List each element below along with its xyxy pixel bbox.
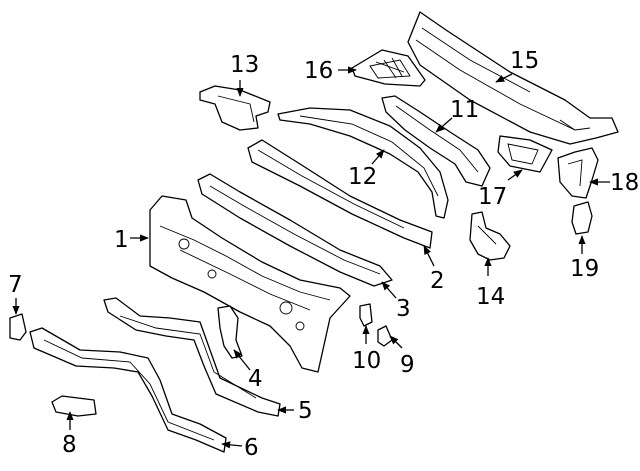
callout-12[interactable]: 12 xyxy=(348,164,377,190)
part-1-firewall[interactable] xyxy=(149,195,351,373)
callout-8[interactable]: 8 xyxy=(62,432,77,458)
part-2-dash-rail[interactable] xyxy=(247,139,433,249)
callout-13[interactable]: 13 xyxy=(230,52,259,78)
part-4-bracket[interactable] xyxy=(217,305,243,359)
callout-16[interactable]: 16 xyxy=(304,58,333,84)
part-9-clip[interactable] xyxy=(377,325,393,347)
callout-14[interactable]: 14 xyxy=(476,284,505,310)
callout-5[interactable]: 5 xyxy=(298,398,313,424)
part-3-dash-rail[interactable] xyxy=(197,173,393,287)
callout-2[interactable]: 2 xyxy=(430,268,445,294)
part-14-bracket[interactable] xyxy=(469,211,511,261)
callout-17[interactable]: 17 xyxy=(478,184,507,210)
callout-3[interactable]: 3 xyxy=(396,296,411,322)
part-12-cross-member[interactable] xyxy=(277,107,449,219)
part-15-cowl-panel[interactable] xyxy=(407,11,619,145)
part-10-clip[interactable] xyxy=(359,303,373,327)
part-16-grille[interactable] xyxy=(351,49,426,87)
part-11-reinforcement[interactable] xyxy=(381,95,491,187)
callout-15[interactable]: 15 xyxy=(510,48,539,74)
callout-labels: 1 2 3 4 5 6 7 8 9 10 11 12 13 14 15 16 1… xyxy=(8,48,639,461)
callout-7[interactable]: 7 xyxy=(8,272,23,298)
part-13-bracket[interactable] xyxy=(199,85,271,131)
part-17-panel[interactable] xyxy=(497,135,553,173)
callout-1[interactable]: 1 xyxy=(114,227,129,253)
callout-6[interactable]: 6 xyxy=(244,435,259,461)
callout-9[interactable]: 9 xyxy=(400,352,415,378)
part-8-bracket[interactable] xyxy=(51,395,97,417)
part-18-side-bracket[interactable] xyxy=(557,147,599,199)
part-7-bracket[interactable] xyxy=(9,313,27,341)
callout-19[interactable]: 19 xyxy=(570,256,599,282)
callout-11[interactable]: 11 xyxy=(450,97,479,123)
leader-lines xyxy=(12,66,610,449)
part-19-lower-bracket[interactable] xyxy=(571,201,593,235)
callout-18[interactable]: 18 xyxy=(610,170,639,196)
callout-4[interactable]: 4 xyxy=(248,366,263,392)
callout-10[interactable]: 10 xyxy=(352,348,381,374)
